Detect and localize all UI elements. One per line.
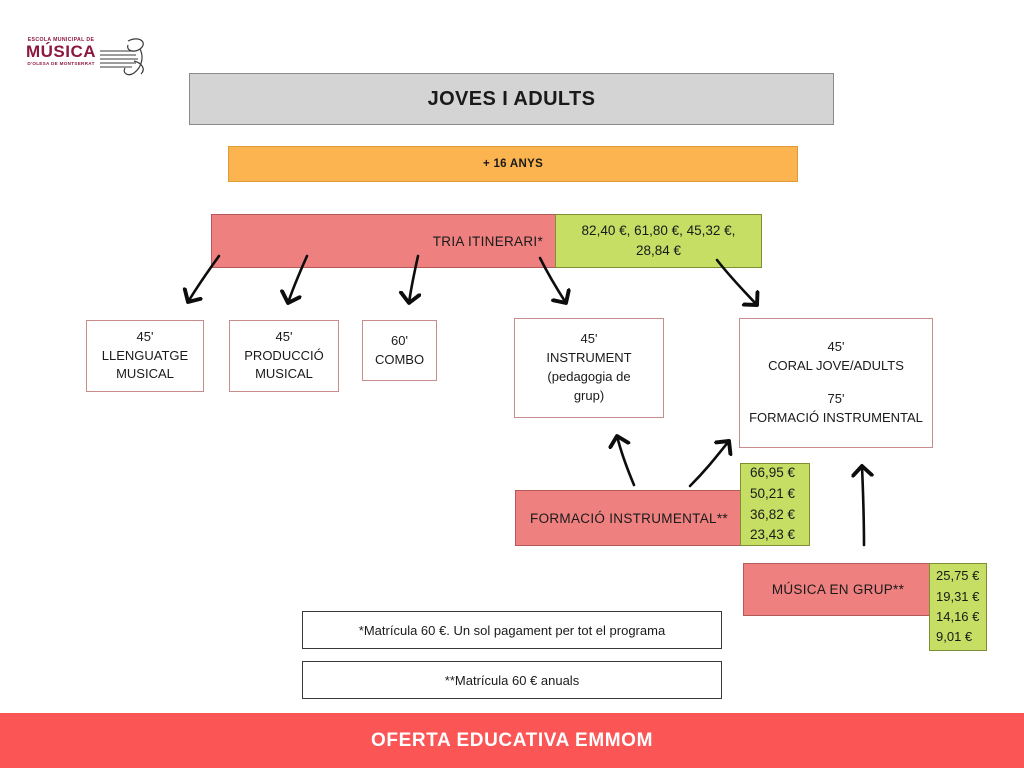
option-duration: 45' xyxy=(275,328,293,344)
arrow-formacio-to-instrument xyxy=(617,436,636,487)
price-line: 9,01 € xyxy=(936,629,973,645)
option-label-line1: INSTRUMENT xyxy=(546,350,632,366)
price-line: 19,31 € xyxy=(936,588,980,604)
option-box-instrument: 45' INSTRUMENT (pedagogia de grup) xyxy=(514,318,664,418)
formacio-instrumental-bar: FORMACIÓ INSTRUMENTAL** xyxy=(515,490,743,546)
school-logo: ESCOLA MUNICIPAL DE MÚSICA D'OLESA DE MO… xyxy=(22,33,152,85)
option-duration: 45' xyxy=(136,328,154,344)
arrow-formacio-to-coral xyxy=(688,441,729,488)
option-box-llenguatge-musical: 45' LLENGUATGE MUSICAL xyxy=(86,320,204,392)
price-line: 66,95 € xyxy=(750,465,796,481)
price-line: 50,21 € xyxy=(750,485,796,501)
page-title: JOVES I ADULTS xyxy=(189,73,834,125)
option-label-line1: COMBO xyxy=(374,351,425,367)
coral-upper-group: 45' CORAL JOVE/ADULTS xyxy=(768,338,904,376)
logo-wordmark: ESCOLA MUNICIPAL DE MÚSICA D'OLESA DE MO… xyxy=(22,37,100,66)
formacio-instrumental-prices: 66,95 € 50,21 € 36,82 € 23,43 € xyxy=(740,463,810,546)
footnote-single-asterisk: *Matrícula 60 €. Un sol pagament per tot… xyxy=(302,611,722,649)
option-box-coral-jove-adults: 45' CORAL JOVE/ADULTS 75' FORMACIÓ INSTR… xyxy=(739,318,933,448)
option-label-line1: LLENGUATGE xyxy=(101,347,189,363)
logo-bottom-line: D'OLESA DE MONTSERRAT xyxy=(27,60,95,66)
option-label-line2: MUSICAL xyxy=(116,366,174,382)
option-duration: 45' xyxy=(580,331,598,347)
option-label-line3: grup) xyxy=(573,387,605,403)
price-line: 25,75 € xyxy=(936,568,980,584)
treble-clef-staff-icon xyxy=(100,38,144,76)
option-box-combo: 60' COMBO xyxy=(362,320,437,381)
price-line: 23,43 € xyxy=(750,527,796,543)
tria-itinerari-prices: 82,40 €, 61,80 €, 45,32 €, 28,84 € xyxy=(555,214,762,268)
coral-lower-group: 75' FORMACIÓ INSTRUMENTAL xyxy=(749,390,923,428)
option-label-line2: (pedagogia de xyxy=(547,369,631,384)
option-duration-secondary: 75' xyxy=(827,391,845,406)
musica-en-grup-bar: MÚSICA EN GRUP** xyxy=(743,563,933,616)
option-label-line2: FORMACIÓ INSTRUMENTAL xyxy=(749,409,923,425)
option-label-line1: PRODUCCIÓ xyxy=(244,347,324,363)
tria-itinerari-bar: TRIA ITINERARI* xyxy=(211,214,556,268)
price-line: 36,82 € xyxy=(750,506,796,522)
footer-banner: OFERTA EDUCATIVA EMMOM xyxy=(0,713,1024,768)
musica-en-grup-prices: 25,75 € 19,31 € 14,16 € 9,01 € xyxy=(929,563,987,651)
option-duration: 60' xyxy=(391,332,408,348)
option-box-produccio-musical: 45' PRODUCCIÓ MUSICAL xyxy=(229,320,339,392)
option-duration: 45' xyxy=(827,339,845,355)
footnote-double-asterisk: **Matrícula 60 € anuals xyxy=(302,661,722,699)
option-label-line2: MUSICAL xyxy=(255,366,313,382)
price-line: 14,16 € xyxy=(936,609,980,624)
logo-main-line: MÚSICA xyxy=(25,42,97,61)
logo-top-line: ESCOLA MUNICIPAL DE xyxy=(27,37,95,43)
option-label-line1: CORAL JOVE/ADULTS xyxy=(768,358,904,374)
arrow-musica-to-coral xyxy=(862,466,864,547)
age-band-banner: + 16 ANYS xyxy=(228,146,798,182)
